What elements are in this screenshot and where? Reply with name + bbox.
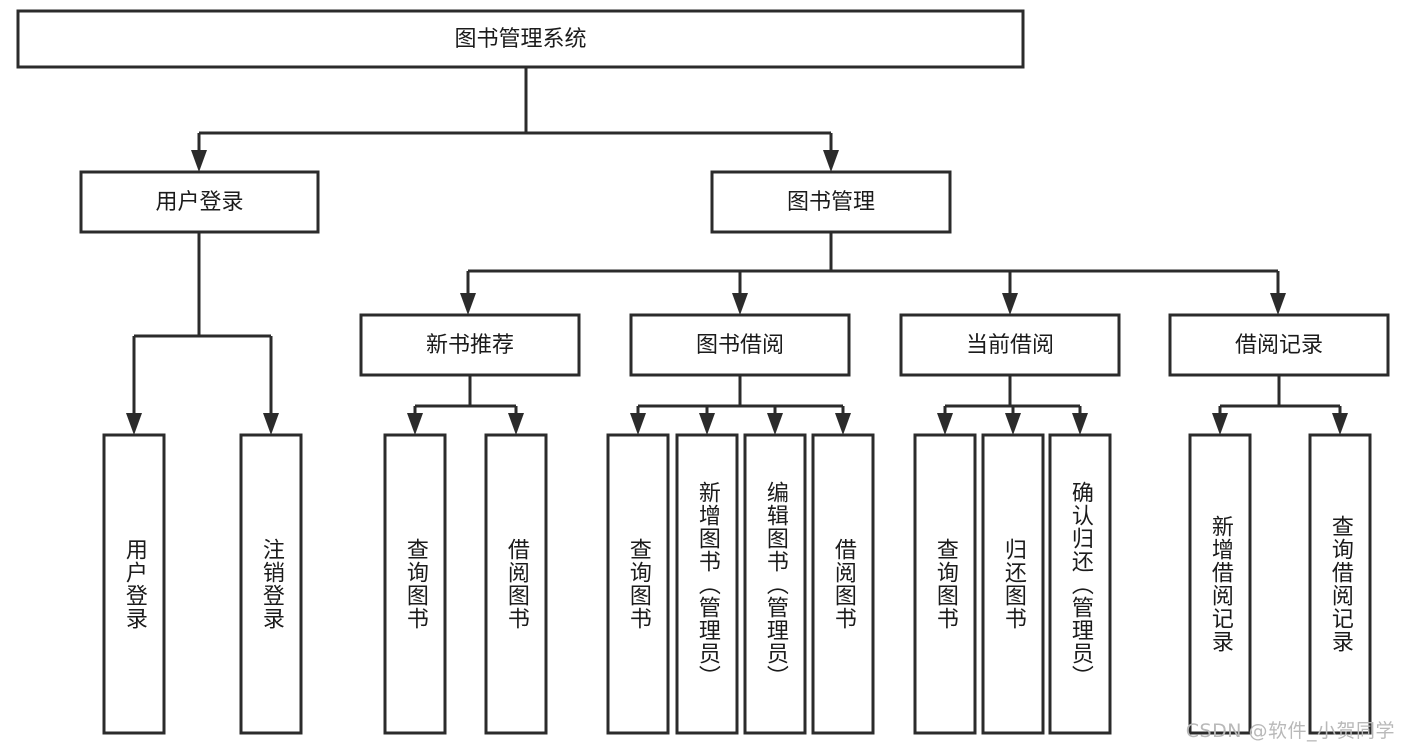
node-root-0[interactable]: 图书管理系统	[16, 9, 1025, 69]
node-box[interactable]	[913, 433, 977, 735]
connector-book-mgmt-to-level2	[460, 232, 1286, 315]
arrow-head-icon	[823, 150, 839, 172]
node-level2-0[interactable]: 新书推荐	[359, 313, 581, 377]
node-level2-1[interactable]: 图书借阅	[629, 313, 851, 377]
node-label: 借阅记录	[1235, 333, 1323, 358]
arrow-head-icon	[460, 293, 476, 315]
arrow-head-icon	[1005, 413, 1021, 435]
node-label: 用户登录	[155, 190, 243, 215]
node-leaf-1[interactable]	[239, 433, 303, 735]
connector-root-to-level1	[191, 67, 839, 172]
node-box[interactable]	[383, 433, 447, 735]
arrow-head-icon	[1270, 293, 1286, 315]
watermark-text: CSDN @软件_小贺同学	[1185, 720, 1395, 742]
node-box[interactable]	[484, 433, 548, 735]
node-box[interactable]	[239, 433, 303, 735]
arrow-head-icon	[1332, 413, 1348, 435]
node-leaf-8[interactable]	[913, 433, 977, 735]
node-box[interactable]	[899, 313, 1121, 377]
node-label: 图书管理	[787, 190, 875, 215]
node-leaf-2[interactable]	[383, 433, 447, 735]
arrow-head-icon	[732, 293, 748, 315]
connector-current-borrow-to-leaves	[937, 375, 1088, 435]
arrow-head-icon	[191, 150, 207, 172]
node-box[interactable]	[1188, 433, 1252, 735]
arrow-head-icon	[407, 413, 423, 435]
arrow-head-icon	[126, 413, 142, 435]
connector-user-login-to-leaves	[126, 232, 279, 435]
arrow-head-icon	[767, 413, 783, 435]
node-box[interactable]	[675, 433, 739, 735]
node-box[interactable]	[1308, 433, 1372, 735]
node-box[interactable]	[79, 170, 320, 234]
node-box[interactable]	[102, 433, 166, 735]
node-box[interactable]	[981, 433, 1045, 735]
arrow-head-icon	[630, 413, 646, 435]
arrow-head-icon	[699, 413, 715, 435]
node-leaf-11[interactable]	[1188, 433, 1252, 735]
arrow-head-icon	[937, 413, 953, 435]
node-box[interactable]	[811, 433, 875, 735]
node-leaf-3[interactable]	[484, 433, 548, 735]
node-level1-0[interactable]: 用户登录	[79, 170, 320, 234]
node-box[interactable]	[629, 313, 851, 377]
node-label: 当前借阅	[966, 333, 1054, 358]
node-level2-3[interactable]: 借阅记录	[1168, 313, 1390, 377]
node-box[interactable]	[743, 433, 807, 735]
node-label: 新书推荐	[426, 333, 514, 358]
arrow-head-icon	[263, 413, 279, 435]
arrow-head-icon	[1212, 413, 1228, 435]
node-leaf-12[interactable]	[1308, 433, 1372, 735]
node-leaf-6[interactable]	[743, 433, 807, 735]
node-level2-2[interactable]: 当前借阅	[899, 313, 1121, 377]
node-box[interactable]	[710, 170, 952, 234]
node-leaf-7[interactable]	[811, 433, 875, 735]
node-leaf-10[interactable]	[1048, 433, 1112, 735]
node-label: 图书管理系统	[454, 27, 586, 52]
node-leaf-5[interactable]	[675, 433, 739, 735]
node-box[interactable]	[16, 9, 1025, 69]
node-label: 图书借阅	[696, 333, 784, 358]
node-box[interactable]	[1048, 433, 1112, 735]
arrow-head-icon	[835, 413, 851, 435]
connector-new-book-to-leaves	[407, 375, 524, 435]
node-box[interactable]	[359, 313, 581, 377]
arrow-head-icon	[1072, 413, 1088, 435]
connector-borrow-record-to-leaves	[1212, 375, 1348, 435]
node-level1-1[interactable]: 图书管理	[710, 170, 952, 234]
arrow-head-icon	[508, 413, 524, 435]
node-leaf-0[interactable]	[102, 433, 166, 735]
node-leaf-9[interactable]	[981, 433, 1045, 735]
arrow-head-icon	[1002, 293, 1018, 315]
node-box[interactable]	[606, 433, 670, 735]
node-box[interactable]	[1168, 313, 1390, 377]
node-leaf-4[interactable]	[606, 433, 670, 735]
connector-borrow-to-leaves	[630, 375, 851, 435]
